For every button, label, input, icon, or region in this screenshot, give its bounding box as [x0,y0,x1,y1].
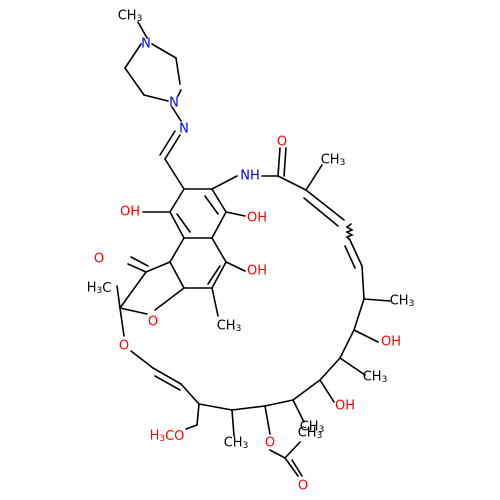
oxygen-label: O [148,315,158,330]
bond [211,175,238,190]
bond [159,130,176,156]
bond [264,399,294,407]
bond [137,21,148,39]
bond [353,298,365,331]
bond [169,188,185,213]
bond [211,287,219,317]
bond [127,263,147,273]
bond [231,405,266,411]
bond [361,265,365,300]
hydroxyl-label: OH [335,399,355,414]
bond [154,287,185,311]
bond [204,195,219,215]
nitrogen-label: N [169,96,179,111]
bond [269,449,286,459]
bond [211,261,227,289]
bond [119,271,147,309]
ch3-label: CH3 [321,153,346,169]
bond [169,237,185,263]
bond [353,329,379,343]
ch3-label: CH3 [300,420,325,436]
nitrogen-label: N [141,37,151,52]
bond [145,261,171,273]
bond [196,403,200,426]
methoxy-label: H3CO [150,429,185,445]
bond [177,89,182,97]
hydroxyl-label: OH [381,335,401,350]
bond [349,239,363,267]
bond [176,213,191,233]
bond [185,424,198,430]
h3c-label: H3C [87,281,112,297]
bond [211,237,227,263]
bond [169,211,185,239]
ch3-label: CH3 [298,426,323,442]
bond [211,188,227,213]
bond [292,379,321,401]
bond [339,357,366,376]
ch3-label: CH3 [390,294,415,310]
hydroxyl-label: OH [247,211,267,226]
ch3-label: CH3 [363,370,388,386]
bond [119,307,148,315]
bond [143,94,169,102]
bond [284,457,299,477]
bond [211,211,227,239]
ch3-label: CH3 [118,9,143,25]
bond [225,211,246,217]
bond [154,375,181,391]
bond [277,175,307,191]
bond [319,357,341,381]
bond [305,189,345,221]
bond [151,43,177,59]
bond [164,134,181,160]
bond [164,158,185,190]
bond [171,106,182,122]
bond [169,261,185,289]
bond [124,67,145,96]
nitrogen-label: N [179,122,189,137]
bond [124,43,142,69]
oxygen-label: O [265,436,275,451]
oxygen-label: O [94,252,104,267]
bond [116,285,121,309]
ch3-label: CH3 [224,436,249,452]
bond [119,307,125,337]
bond [292,399,305,423]
bond [303,197,339,227]
bond [291,459,303,477]
hydroxyl-label: OH [120,205,140,220]
bond [180,383,200,405]
oxygen-label: O [277,135,287,150]
bond [130,350,154,369]
bond [130,256,149,267]
bond [284,441,301,459]
bond [264,405,271,435]
bond [152,367,182,385]
bond [225,261,246,272]
bond [339,329,355,359]
atom-labels: CH3 N N N NH O CH3 OH OH OH O H3C O CH3 … [87,9,415,494]
bond [319,379,335,403]
bonds [116,21,391,477]
bond [283,147,287,177]
hydroxyl-label: OH [247,264,267,279]
bond [277,147,281,177]
bond [231,409,235,437]
ch3-label: CH3 [217,319,242,335]
bond [344,245,356,269]
bond [207,265,221,285]
oxygen-label: O [298,479,308,494]
bond [175,57,181,85]
bond [305,164,323,191]
amide-nh-label: NH [240,169,260,184]
oxygen-label: O [119,339,129,354]
bond [345,223,354,241]
bond [198,403,233,411]
bond [363,298,391,302]
